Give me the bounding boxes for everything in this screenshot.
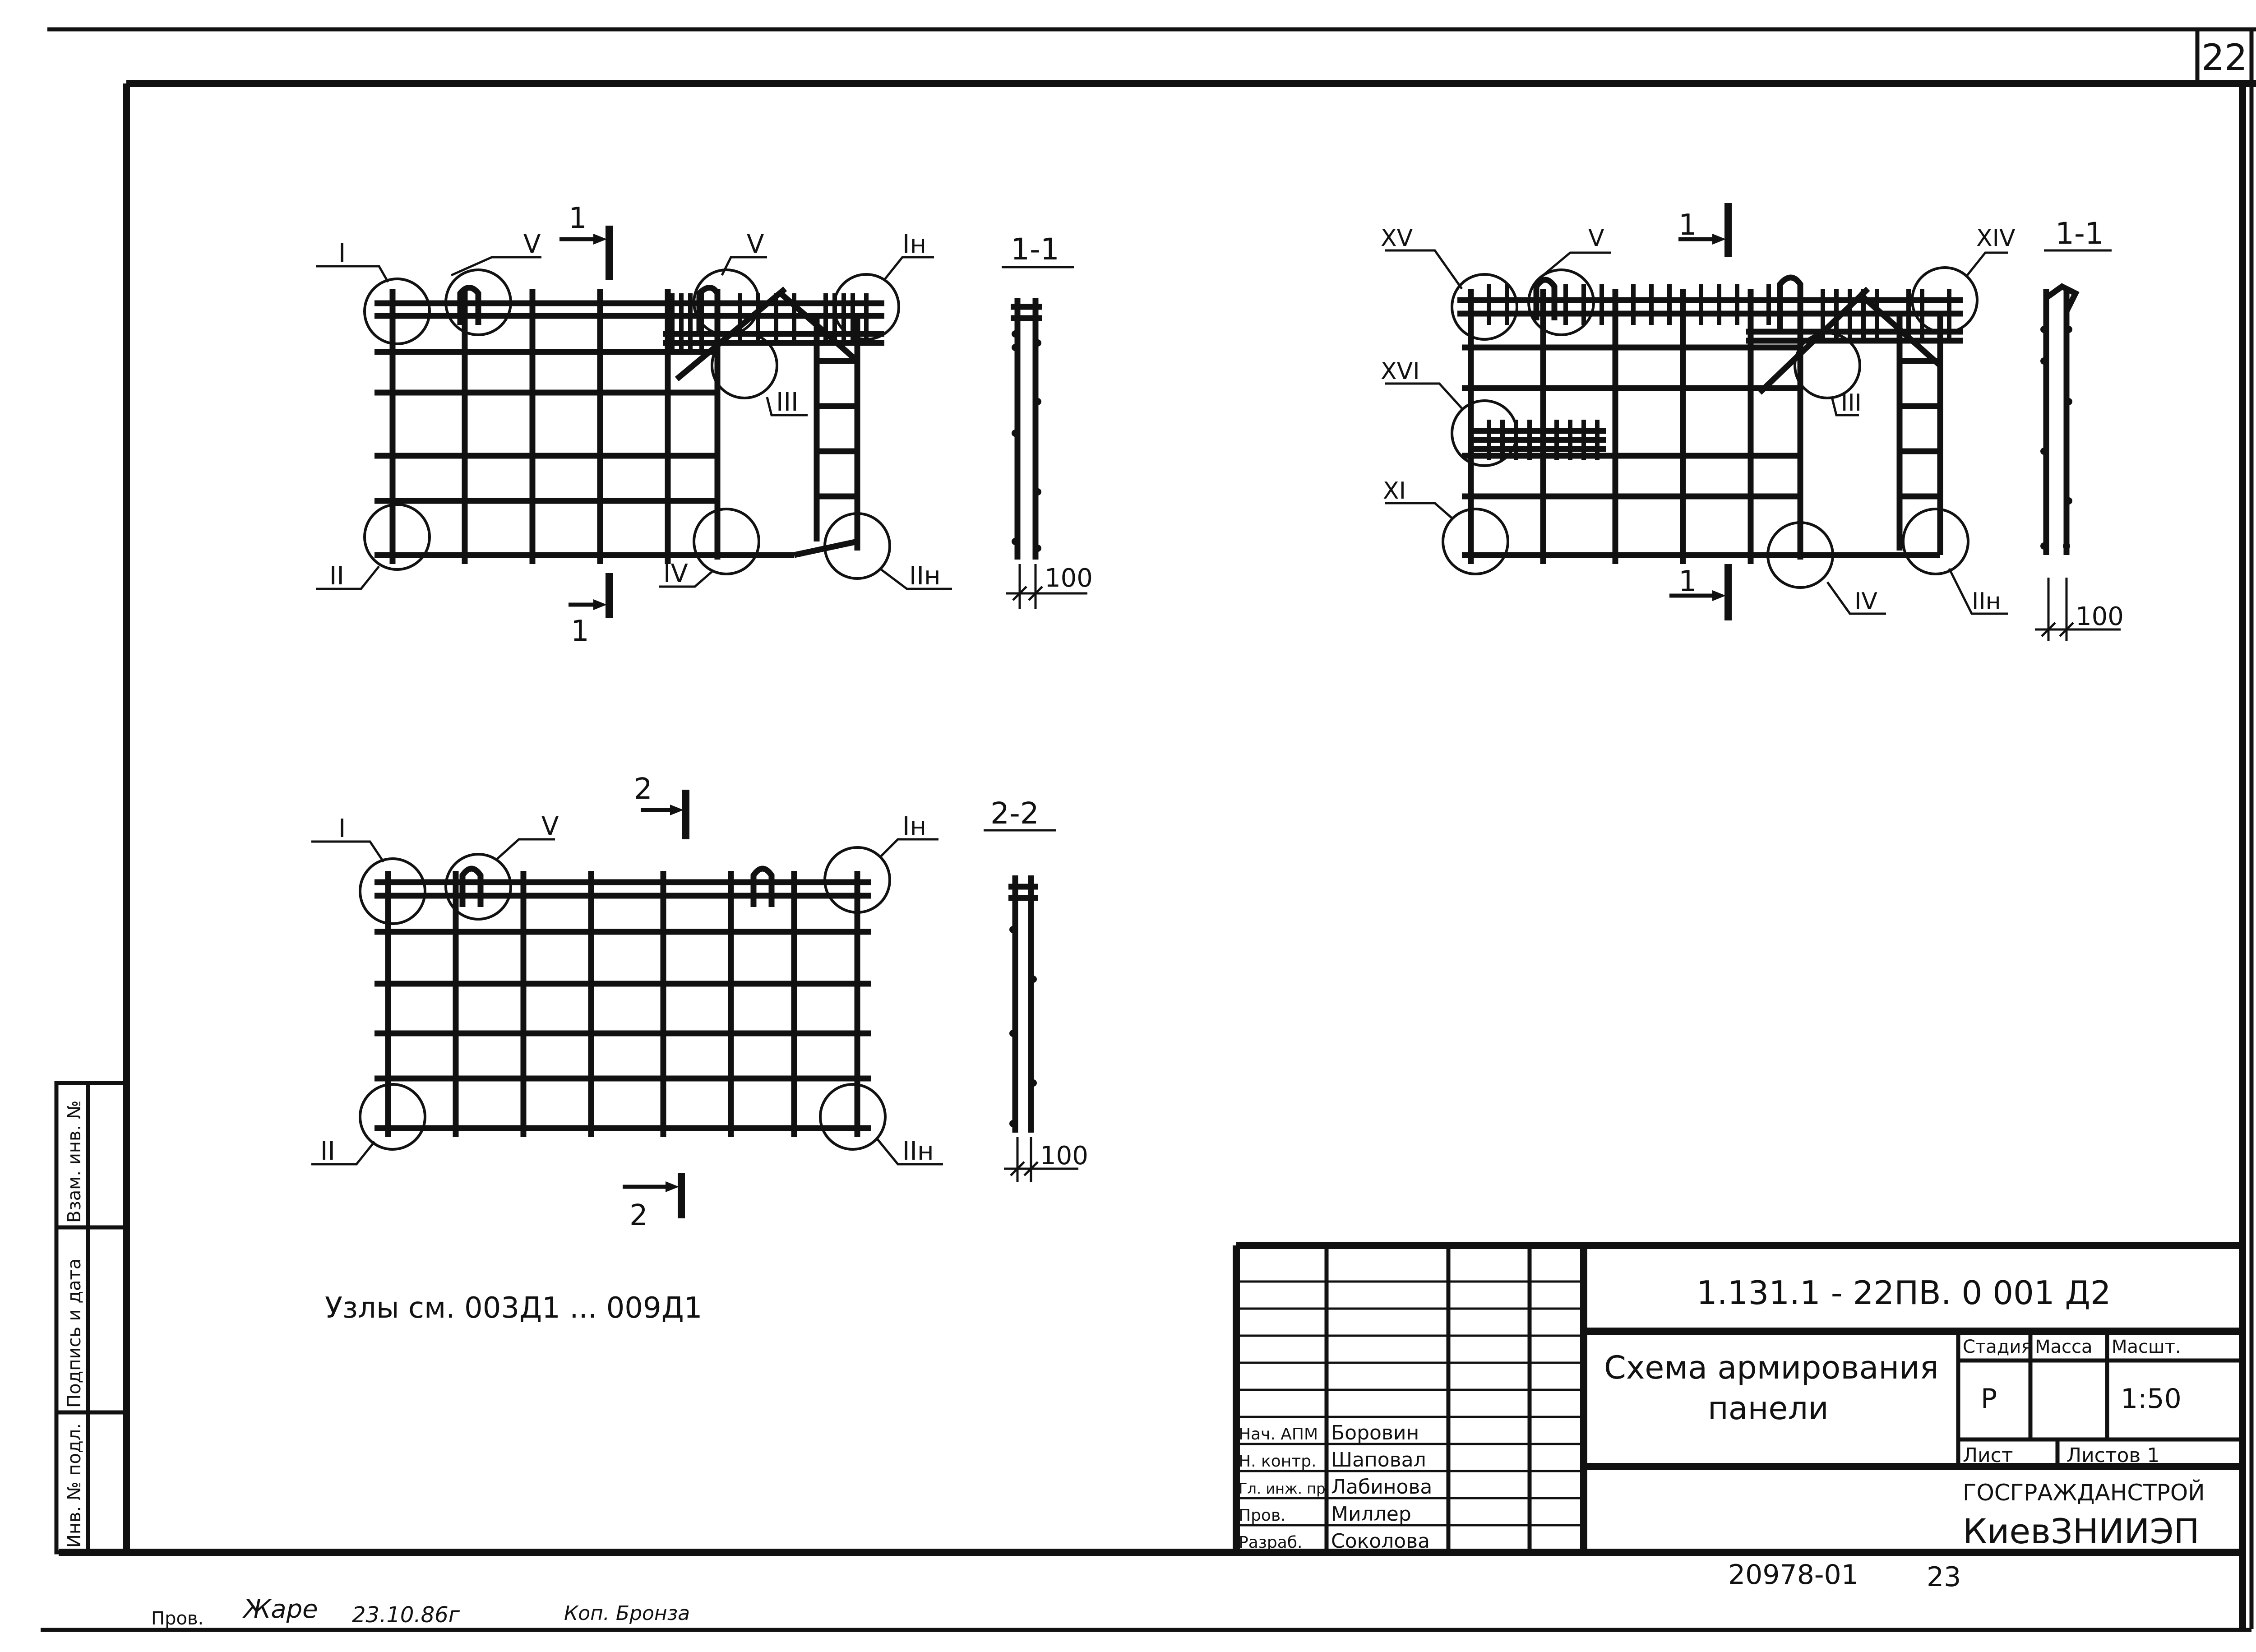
name-2: Шаповал (1331, 1448, 1426, 1472)
nodes-note: Узлы см. 003Д1 ... 009Д1 (325, 1291, 702, 1325)
stage-value: Р (1981, 1383, 1997, 1415)
designation: 1.131.1 - 22ПВ. 0 001 Д2 (1697, 1274, 2111, 1312)
col-mass: Масса (2035, 1337, 2093, 1357)
d3-callout-3: Iн (902, 812, 926, 841)
d3-callout-4: II (320, 1137, 335, 1166)
sheet-frame: 22 (41, 27, 2256, 1632)
d3-section-title: 2-2 (990, 796, 1039, 831)
d2-section-mark-top: 1 (1678, 208, 1697, 242)
d1-callout-7: IV (663, 559, 688, 588)
d1-section-title: 1-1 (1011, 232, 1059, 267)
col-scale: Масшт. (2112, 1337, 2181, 1357)
role-4: Пров. (1239, 1506, 1286, 1525)
side-stamp-podpis: Подпись и дата (64, 1259, 85, 1408)
d2-callout-5: XI (1383, 477, 1406, 504)
d2-section-mark-bottom: 1 (1678, 565, 1697, 598)
d3-callout-5: IIн (902, 1137, 934, 1166)
d2-callout-4: XVI (1381, 358, 1420, 385)
role-3: Гл. инж. пр. (1239, 1480, 1330, 1497)
d3-callout-1: I (338, 814, 346, 843)
d1-callout-5: III (776, 388, 799, 417)
sheet-number: 22 (2201, 37, 2247, 79)
org-name-2: КиевЗНИИЭП (1963, 1511, 2200, 1551)
sheet-label: Лист (1963, 1444, 2013, 1467)
d3-section-mark-top: 2 (634, 773, 652, 806)
name-4: Миллер (1331, 1503, 1411, 1526)
d2-section-title: 1-1 (2055, 216, 2104, 251)
d2-callout-7: IV (1854, 588, 1877, 615)
name-5: Соколова (1331, 1530, 1430, 1553)
footer-sheet-number: 23 (1927, 1561, 1961, 1593)
d2-callout-6: III (1841, 389, 1862, 416)
d1-callout-6: II (329, 561, 344, 591)
d2-callout-3: XIV (1976, 225, 2016, 252)
title-line-2: панели (1708, 1390, 1829, 1427)
prov-label: Пров. (151, 1608, 203, 1629)
kop-label: Коп. Бронза (564, 1602, 690, 1625)
org-name-1: ГОСГРАЖДАНСТРОЙ (1963, 1479, 2205, 1506)
drawing-2-reinforcement: 1 1 XV V XIV XVI XI III IV IIн 1-1 100 (1381, 203, 2124, 641)
prov-signature: Жаре (242, 1595, 318, 1624)
archive-code: 20978-01 (1728, 1559, 1858, 1591)
prov-date: 23.10.86г (352, 1602, 460, 1628)
name-3: Лабинова (1331, 1476, 1432, 1499)
d3-callout-2: V (541, 812, 559, 841)
side-stamp-vzam: Взам. инв. № (64, 1100, 85, 1223)
sheets-label: Листов 1 (2066, 1444, 2159, 1467)
name-1: Боровин (1331, 1421, 1419, 1444)
role-5: Разраб. (1239, 1533, 1302, 1552)
bottom-signature-line: Пров. Жаре 23.10.86г Коп. Бронза (151, 1595, 690, 1629)
d1-callout-8: IIн (909, 561, 941, 591)
d1-callout-2: V (523, 230, 541, 259)
d2-callout-2: V (1588, 225, 1604, 252)
d3-dimension: 100 (1040, 1141, 1088, 1171)
d1-callout-4: Iн (902, 230, 926, 259)
d1-section-mark-bottom: 1 (571, 615, 589, 648)
title-block: 1.131.1 - 22ПВ. 0 001 Д2 Схема армирован… (1233, 1242, 2242, 1553)
drawing-3-reinforcement: 2 2 I V Iн II IIн 2-2 100 (311, 773, 1088, 1232)
d3-section-mark-bottom: 2 (629, 1199, 648, 1232)
drawing-1-reinforcement: 1 1 I V V Iн III II IV IIн 1-1 100 (316, 202, 1093, 648)
d1-callout-1: I (338, 239, 346, 268)
col-stage: Стадия (1963, 1337, 2032, 1357)
side-stamp: Инв. № подл. Подпись и дата Взам. инв. № (54, 1081, 129, 1555)
d1-dimension: 100 (1045, 564, 1093, 593)
d1-section-mark-top: 1 (569, 202, 587, 235)
d1-callout-3: V (747, 230, 764, 259)
d2-dimension: 100 (2076, 602, 2124, 631)
title-line-1: Схема армирования (1604, 1349, 1939, 1386)
role-2: Н. контр. (1239, 1452, 1317, 1471)
d2-callout-8: IIн (1972, 588, 2001, 615)
scale-value: 1:50 (2121, 1383, 2182, 1415)
d2-callout-1: XV (1381, 225, 1413, 252)
side-stamp-inv-podl: Инв. № подл. (64, 1423, 85, 1548)
role-1: Нач. АПМ (1239, 1425, 1318, 1444)
